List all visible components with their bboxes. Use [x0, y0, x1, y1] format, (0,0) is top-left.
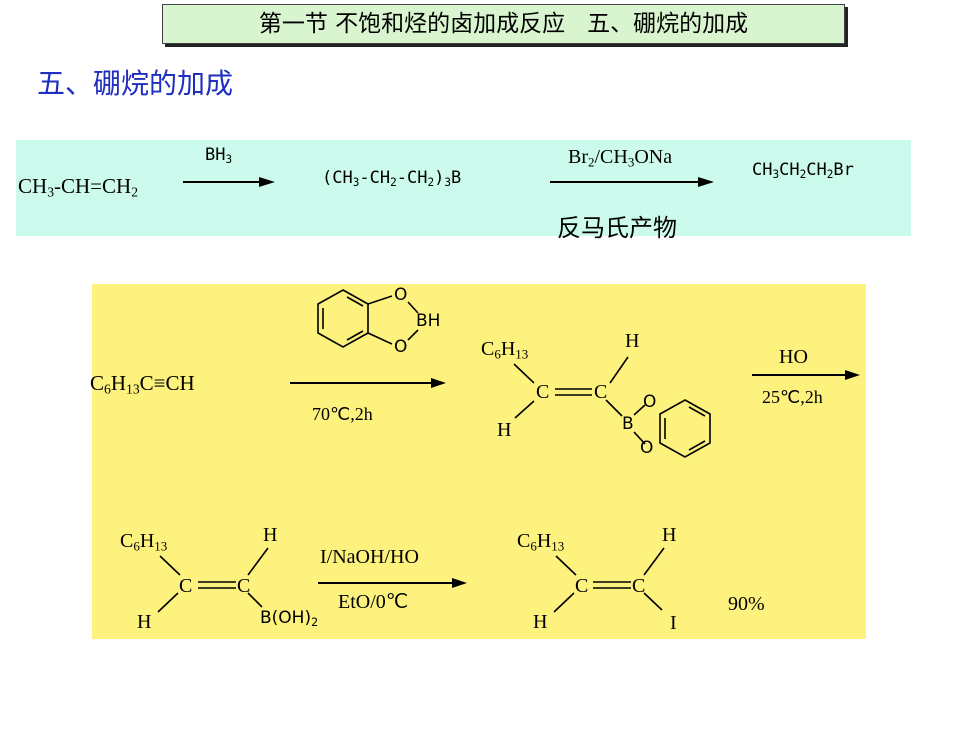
reaction-row-propene — [16, 140, 911, 236]
vinyl2-h-bottom: H — [137, 611, 152, 633]
vinyl3-c6h13: C6H13 — [517, 530, 565, 554]
reactant-propene: CH3-CH=CH2 — [18, 174, 139, 200]
product-propyl-bromide: CH3CH2CH2Br — [752, 160, 854, 181]
condition-25c: 25℃,2h — [762, 387, 823, 407]
vinyl1-h-bottom: H — [497, 419, 512, 441]
vinylboronate-structure — [513, 356, 711, 458]
condition-70c: 70℃,2h — [312, 404, 373, 424]
vinyl3-iodine: I — [670, 612, 677, 634]
vinyl3-c-right: C — [632, 575, 646, 597]
boronate-o-bottom: O — [640, 438, 654, 458]
yield-label: 90% — [728, 593, 765, 615]
arrow-1-head — [259, 177, 275, 187]
vinyl2-c-left: C — [179, 575, 193, 597]
reagent-ether: EtO/0℃ — [338, 591, 409, 613]
vinyl2-c6h13: C6H13 — [120, 530, 168, 554]
vinyl3-h-bottom: H — [533, 611, 548, 633]
vinyl1-h-top: H — [625, 330, 640, 352]
reagent-iodine: I/NaOH/HO — [320, 546, 419, 568]
vinyl3-h-top: H — [662, 524, 677, 546]
vinyl2-c-right: C — [237, 575, 251, 597]
reagent-br2-ch3ona: Br2/CH3ONa — [568, 146, 673, 170]
reagent-bh3: BH3 — [205, 145, 233, 166]
header-title-box: 第一节 不饱和烃的卤加成反应 五、硼烷的加成 — [162, 4, 845, 44]
catechol-o-top: O — [394, 285, 408, 305]
boronate-b: B — [622, 414, 634, 434]
vinyl1-c-left: C — [536, 381, 550, 403]
intermediate-trialkylborane: (CH3-CH2-CH2)3B — [322, 168, 462, 189]
boronate-o-top: O — [643, 392, 657, 412]
catecholborane-structure — [317, 289, 419, 348]
reaction-panel-alkyne — [92, 284, 866, 639]
vinyl1-c6h13: C6H13 — [481, 338, 529, 362]
catechol-o-bottom: O — [394, 337, 408, 357]
vinyl1-c-right: C — [594, 381, 608, 403]
boronic-acid-group: B(OH)2 — [260, 608, 319, 629]
vinylboronic-acid-structure — [157, 547, 269, 613]
reactant-octyne: C6H13C≡CH — [90, 371, 195, 397]
vinyl-iodide-structure — [553, 547, 665, 613]
vinyl2-h-top: H — [263, 524, 278, 546]
vinyl3-c-left: C — [575, 575, 589, 597]
reagent-water: HO — [779, 346, 808, 368]
catechol-bh: BH — [416, 311, 441, 331]
anti-markovnikov-note: 反马氏产物 — [557, 214, 677, 242]
section-title: 五、硼烷的加成 — [37, 67, 234, 100]
header-title: 第一节 不饱和烃的卤加成反应 五、硼烷的加成 — [258, 11, 749, 37]
arrow-2-head — [698, 177, 714, 187]
